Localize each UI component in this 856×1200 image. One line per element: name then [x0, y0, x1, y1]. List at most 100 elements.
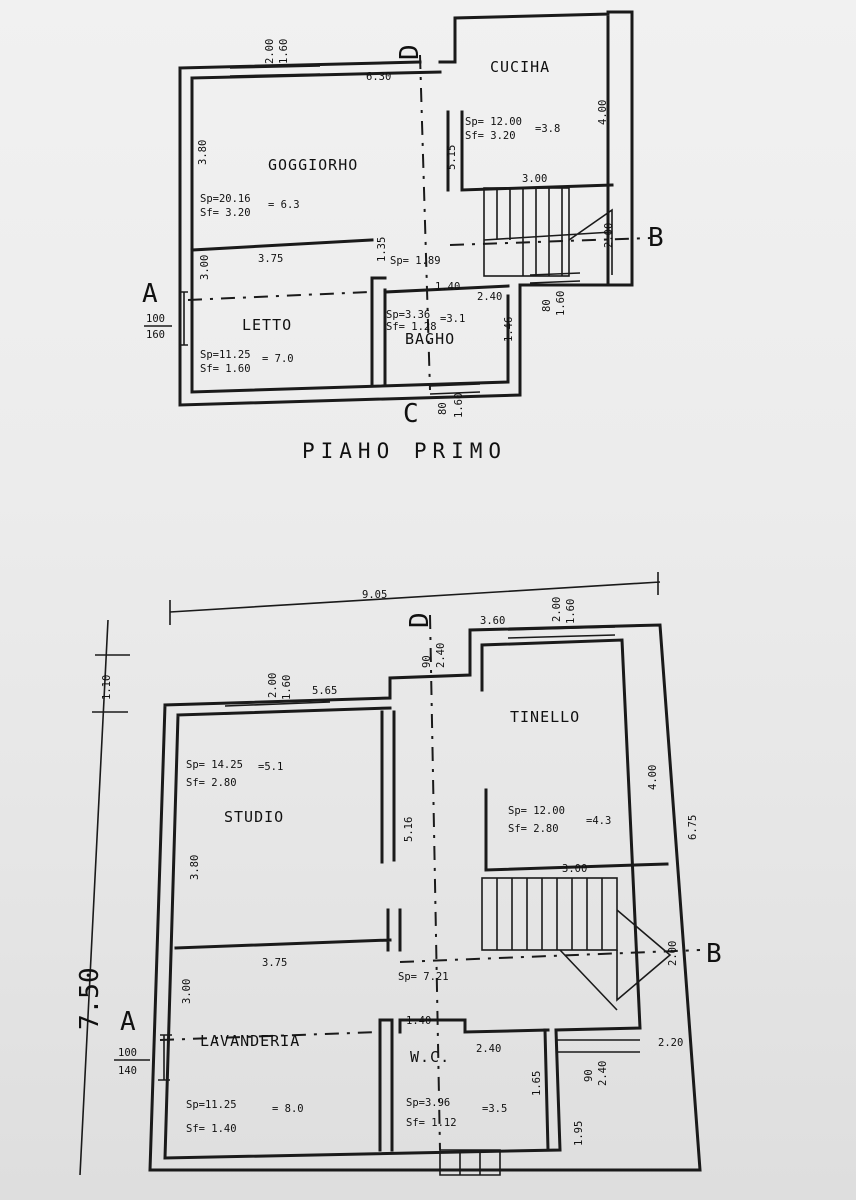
living-area-ratio: = 6.3	[268, 199, 300, 211]
first-floor-stairs	[483, 187, 613, 277]
study-right-wall	[380, 710, 396, 864]
section-axis-b-first	[449, 237, 651, 246]
first-floor-title: PIAHO PRIMO	[302, 439, 507, 463]
marker-c-first: C	[403, 399, 419, 429]
dim-240-bottom: 2.40	[597, 1061, 609, 1086]
dim-160-top-left: 1.60	[281, 675, 293, 700]
first-floor-outer-wall	[178, 10, 634, 407]
marker-b-ground: B	[706, 939, 722, 969]
laundry-area-sf: Sf= 1.40	[186, 1123, 237, 1135]
room-label-letto: LETTO	[242, 316, 292, 334]
dim-750: 7.50	[75, 967, 105, 1030]
dim-100-left-ground: 100	[118, 1047, 137, 1059]
dim-240-wc: 2.40	[476, 1043, 501, 1055]
wc-area-sf: Sf= 1.12	[406, 1117, 457, 1129]
ground-window-left	[158, 1034, 172, 1081]
dim-400-first: 4.00	[597, 100, 609, 125]
dim-line-750	[79, 619, 130, 1176]
bedroom-bath-wall	[370, 276, 387, 387]
dim-100-left-first: 100	[146, 313, 165, 325]
dim-380-ground: 3.80	[189, 855, 201, 880]
dim-375-first: 3.75	[258, 253, 283, 265]
dim-200-top-left: 2.00	[267, 673, 279, 698]
dim-300-stairs: 3.00	[562, 863, 587, 875]
bath-top-wall	[383, 284, 510, 294]
dim-140-ground: 1.40	[406, 1015, 431, 1027]
ground-window-right	[556, 1039, 640, 1053]
wc-area-ratio: =3.5	[482, 1103, 507, 1115]
wc-area-sp: Sp=3.96	[406, 1097, 450, 1109]
bath-area-sp: Sp=3.36	[386, 309, 430, 321]
section-axis-b-ground	[399, 949, 701, 963]
room-label-bagno: BAGHO	[405, 330, 455, 348]
section-axis-d-ground	[429, 614, 441, 1151]
living-area-sf: Sf= 3.20	[200, 207, 251, 219]
dim-630: 6.30	[366, 71, 391, 83]
first-floor-window-right	[529, 272, 581, 284]
first-floor-window-bottom	[429, 383, 481, 395]
dim-515: 5.15	[446, 145, 458, 170]
study-area-sp: Sp= 14.25	[186, 759, 243, 771]
dim-905: 9.05	[362, 589, 387, 601]
dim-240-top: 2.40	[435, 643, 447, 668]
section-axis-a-ground	[159, 1031, 381, 1041]
dim-80-right: 80	[541, 299, 553, 312]
marker-a-first: A	[142, 279, 158, 309]
laundry-area-ratio: = 8.0	[272, 1103, 304, 1115]
dim-146: 1.46	[503, 317, 515, 342]
dining-area-ratio: =4.3	[586, 815, 611, 827]
hall-area-ground: Sp= 7.21	[398, 971, 449, 983]
dim-360: 3.60	[480, 615, 505, 627]
laundry-area-sp: Sp=11.25	[186, 1099, 237, 1111]
bedroom-area-ratio: = 7.0	[262, 353, 294, 365]
dining-area-sp: Sp= 12.00	[508, 805, 565, 817]
ground-window-top-left	[224, 701, 331, 715]
study-bottom-wall	[174, 908, 402, 952]
room-label-lavanderia: LAVANDERIA	[200, 1032, 300, 1050]
ground-window-top-right	[507, 626, 616, 639]
dim-200-right-first: 2.00	[603, 223, 615, 248]
dim-window-top-b: 1.60	[278, 39, 290, 64]
living-area-sp: Sp=20.16	[200, 193, 251, 205]
marker-d-ground: D	[405, 612, 435, 628]
kitchen-wall	[446, 110, 614, 192]
dim-240-first: 2.40	[477, 291, 502, 303]
dining-bottom-wall	[484, 788, 669, 872]
first-floor-inner-outline	[190, 70, 510, 394]
bedroom-area-sp: Sp=11.25	[200, 349, 251, 361]
kitchen-area-ratio: =3.8	[535, 123, 560, 135]
dim-window-top-a: 2.00	[264, 39, 276, 64]
dim-160-top-right: 1.60	[565, 599, 577, 624]
living-bedroom-wall	[190, 238, 374, 252]
bath-area-ratio: =3.1	[440, 313, 465, 325]
dim-380-first: 3.80	[197, 140, 209, 165]
dim-195: 1.95	[573, 1121, 585, 1146]
study-area-sf: Sf= 2.80	[186, 777, 237, 789]
dim-80-bottom: 80	[437, 402, 449, 415]
wc-top-wall	[398, 1018, 550, 1034]
room-label-wc: W.C.	[410, 1048, 450, 1066]
dim-160-right: 1.60	[555, 291, 567, 316]
room-label-soggiorno: GOGGIORHO	[268, 156, 358, 174]
dim-165: 1.65	[531, 1071, 543, 1096]
dim-110: 1.10	[101, 675, 113, 700]
bath-area-sf: Sf= 1.28	[386, 321, 437, 333]
dim-90-bottom: 90	[583, 1069, 595, 1082]
first-floor-plan	[178, 10, 651, 407]
section-axis-d-first	[419, 54, 431, 391]
dim-516: 5.16	[403, 817, 415, 842]
study-area-ratio: =5.1	[258, 761, 283, 773]
ground-floor-plan	[79, 572, 702, 1176]
ground-floor-outer-wall	[148, 623, 702, 1172]
dim-565: 5.65	[312, 685, 337, 697]
marker-a-ground: A	[120, 1007, 136, 1037]
room-label-studio: STUDIO	[224, 808, 284, 826]
dim-220: 2.20	[658, 1037, 683, 1049]
dim-675: 6.75	[687, 815, 699, 840]
dim-140-first: 1.40	[435, 281, 460, 293]
dim-140-left-ground: 140	[118, 1065, 137, 1077]
dim-300-left-first: 3.00	[199, 255, 211, 280]
kitchen-area-sf: Sf= 3.20	[465, 130, 516, 142]
